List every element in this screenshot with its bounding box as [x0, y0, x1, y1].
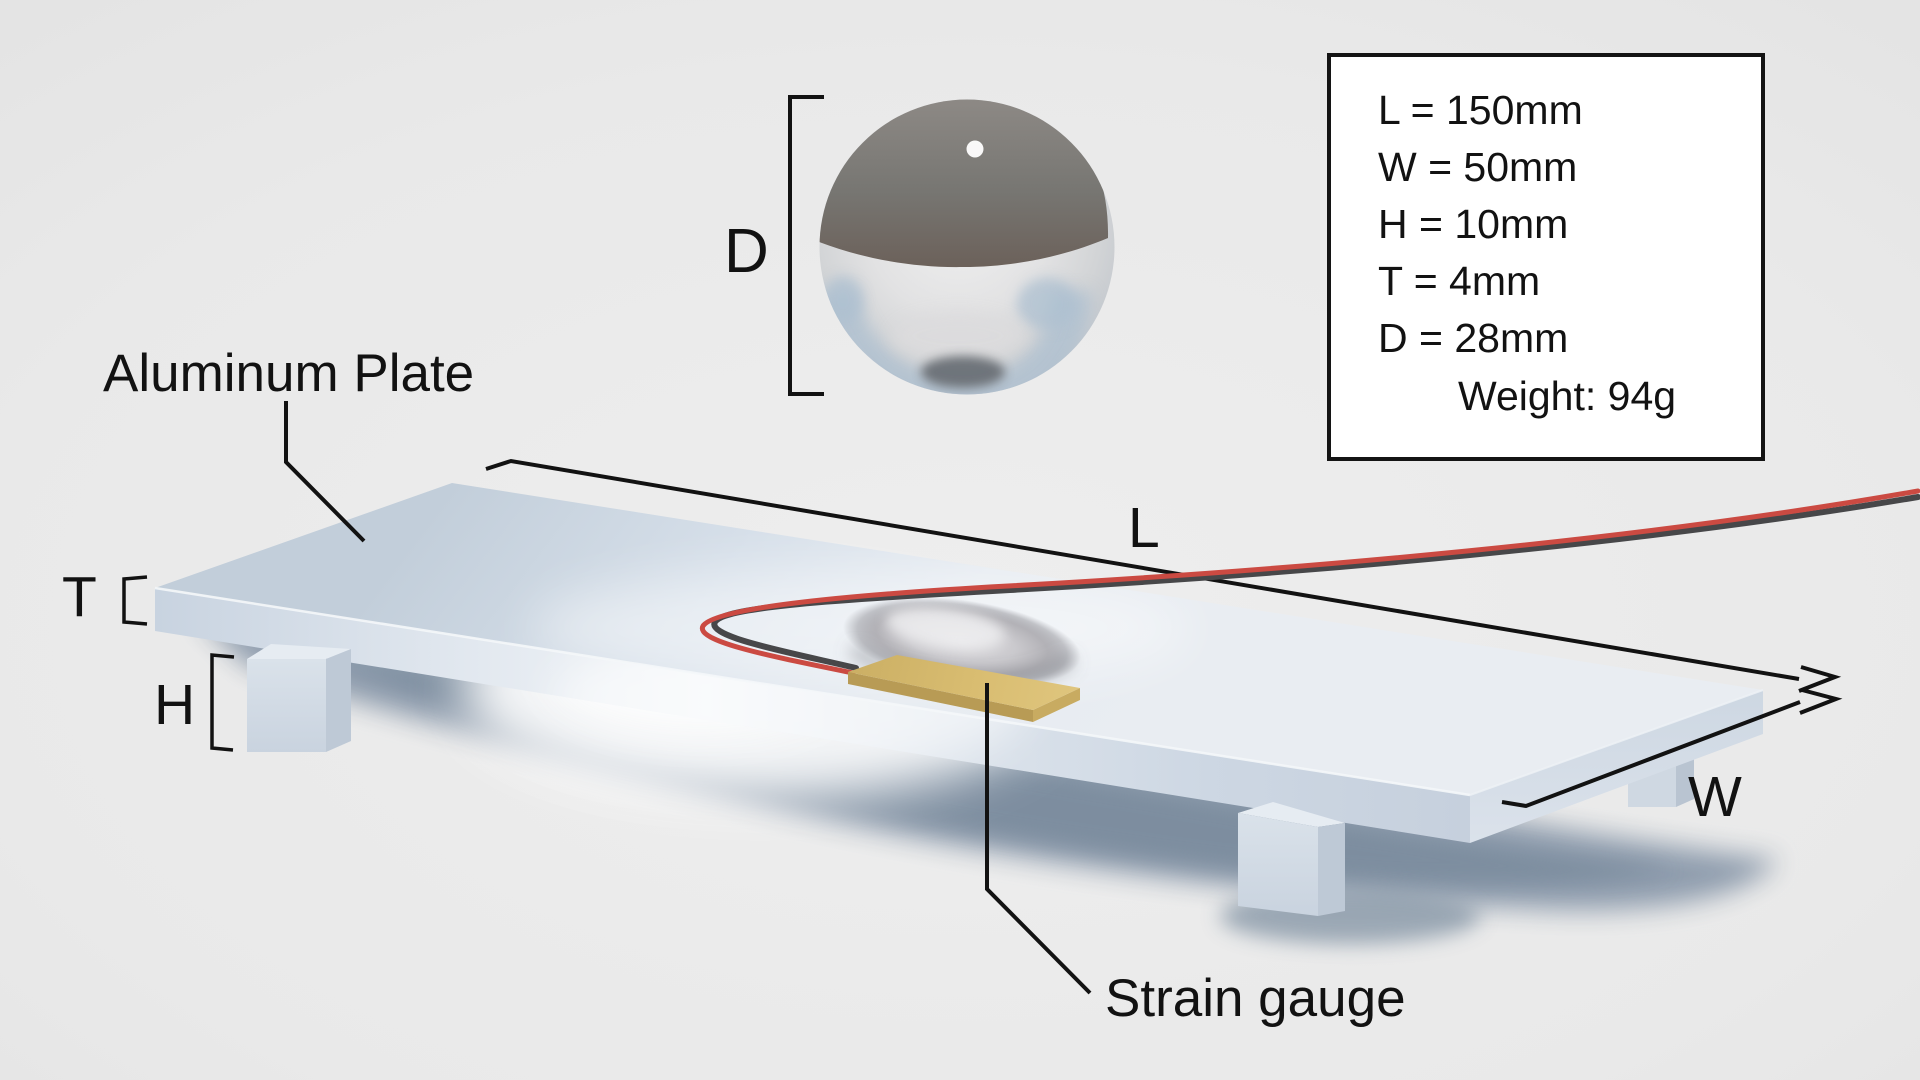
dimension-W-arrowhead [1799, 688, 1843, 715]
diameter-D-bracket [788, 95, 824, 396]
dim-L-label: L [1128, 496, 1160, 560]
aluminum-plate-leader [284, 401, 366, 543]
legend-line-W: W = 50mm [1378, 144, 1577, 190]
dimension-L-arrowhead [1798, 665, 1842, 693]
legend-line-weight: Weight: 94g [1458, 373, 1676, 419]
support-leg-front-right [1238, 802, 1345, 916]
legend-background [1327, 53, 1765, 461]
ball-inner-light [892, 312, 1024, 360]
ball-blue-right [1017, 278, 1077, 330]
dimension-L-line [485, 458, 1842, 693]
legend-box: L = 150mm W = 50mm H = 10mm T = 4mm D = … [1327, 53, 1765, 461]
strain-gauge-label: Strain gauge [1105, 969, 1406, 1028]
dimple-inner-light [885, 606, 1005, 650]
support-leg-front-left [247, 644, 351, 752]
leg-side-face [326, 649, 351, 752]
gauge-side-face [1033, 688, 1080, 722]
dim-W-label: W [1688, 765, 1742, 829]
legend-line-D: D = 28mm [1378, 315, 1568, 361]
wire-black [711, 494, 1920, 671]
ball-specular-highlight [966, 140, 984, 158]
plate-end-edge-highlight [1469, 689, 1764, 796]
strain-gauge-wires [699, 488, 1920, 676]
thickness-T-bracket [122, 575, 148, 626]
plate-end-face [1470, 690, 1763, 843]
dim-H-label: H [154, 673, 195, 737]
legend-line-T: T = 4mm [1378, 258, 1540, 304]
legend-line-L: L = 150mm [1378, 87, 1583, 133]
strain-gauge-leader [985, 683, 1092, 995]
annotation-lines [122, 95, 1092, 995]
ball-bottom-dark-reflection [921, 356, 1005, 388]
gauge-top-face [848, 655, 1080, 710]
steel-ball [819, 99, 1115, 395]
ball-blue-reflection [819, 288, 1092, 395]
wire-red [699, 488, 1920, 676]
leg-top-face [247, 644, 351, 659]
dim-D-label: D [724, 217, 769, 286]
dimension-W-line [1501, 688, 1843, 809]
leg-front-face [1238, 813, 1318, 916]
leg-side-face [1318, 823, 1345, 916]
plate-front-edge-highlight [154, 586, 1471, 797]
height-H-bracket [210, 653, 235, 752]
aluminum-plate-label: Aluminum Plate [103, 344, 474, 403]
leg-top-face [1238, 802, 1345, 827]
dim-T-label: T [62, 565, 97, 629]
ball-dark-dome [819, 99, 1109, 268]
leg-front-face [247, 659, 326, 752]
legend-line-H: H = 10mm [1378, 201, 1568, 247]
